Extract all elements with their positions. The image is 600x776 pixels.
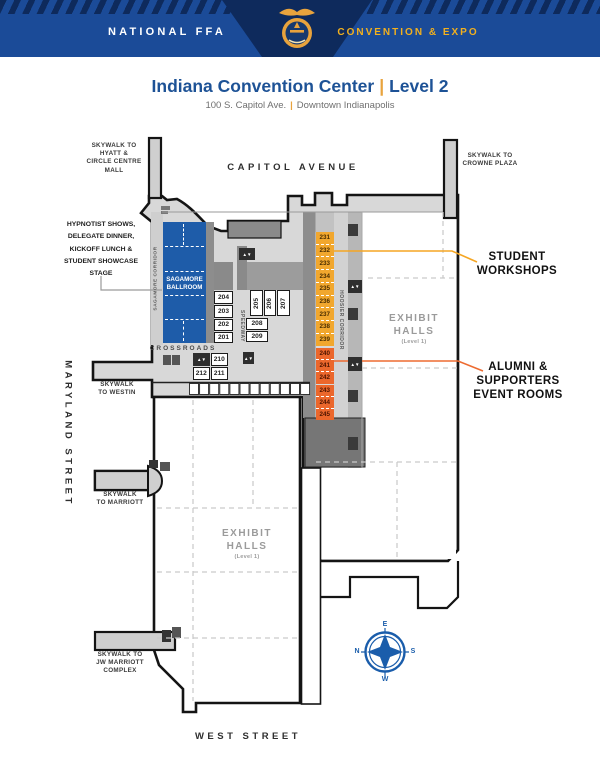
hoosier-corridor-label: HOOSIER CORRIDOR [338, 290, 344, 350]
sagamore-corridor-label: SAGAMORE CORRIDOR [153, 246, 159, 311]
skywalk-marriott-bridge [93, 469, 154, 492]
elevator-icon: ▲▼ [239, 248, 255, 260]
student-workshops-leader-line [334, 250, 478, 263]
subtitle-city: Downtown Indianapolis [296, 100, 395, 111]
room-244: 244 [315, 397, 334, 409]
skywalk-jw-label: SKYWALK TO JW MARRIOTT COMPLEX [96, 651, 144, 675]
skywalk-crowne-bridge [442, 138, 459, 220]
speedway-label: SPEEDWAY [239, 310, 245, 342]
room-210: 210 [210, 352, 228, 366]
skywalk-jw-bridge [93, 630, 177, 652]
room-204: 204 [214, 291, 233, 304]
exhibit-halls-lower-level: (Level 1) [234, 554, 260, 560]
skywalk-marriott-label: SKYWALK TO MARRIOTT [96, 491, 144, 507]
top-banner: NATIONAL FFA CONVENTION & EXPO [0, 0, 600, 57]
compass-north: N [354, 648, 360, 655]
room-206: 206 [263, 290, 276, 316]
room-241: 241 [315, 360, 334, 373]
skywalk-westin-label: SKYWALK TO WESTIN [98, 381, 136, 397]
student-workshops-callout: STUDENT WORKSHOPS [476, 251, 558, 277]
alumni-callout: ALUMNI & SUPPORTERS EVENT ROOMS [473, 361, 563, 401]
room-234: 234 [315, 270, 334, 283]
elevator-icon: ▲▼ [348, 280, 362, 293]
elevator-icon: ▲▼ [243, 352, 254, 364]
exhibit-halls-lower-label: EXHIBIT HALLS [222, 528, 272, 552]
room-233: 233 [315, 257, 334, 271]
room-208: 208 [246, 318, 268, 330]
hall-gridlines [157, 212, 457, 701]
lower-right-hall [316, 468, 362, 559]
stage-leader-line [100, 276, 162, 291]
banner-convention-expo: CONVENTION & EXPO [337, 27, 479, 38]
sagamore-ballroom: SAGAMORE BALLROOM [163, 222, 206, 343]
compass-west: W [381, 676, 389, 683]
stage-callout: HYPNOTIST SHOWS, DELEGATE DINNER, KICKOF… [63, 221, 138, 278]
room-242: 242 [319, 374, 330, 382]
skywalk-hyatt-label: SKYWALK TO HYATT & CIRCLE CENTRE MALL [86, 142, 142, 174]
page-title: Indiana Convention Center|Level 2 [0, 76, 600, 97]
booth-row [189, 383, 311, 395]
elevator-icon: ▲▼ [193, 353, 210, 366]
street-capitol-avenue: CAPITOL AVENUE [227, 162, 359, 173]
south-connector-corridor [300, 467, 322, 705]
title-venue: Indiana Convention Center [151, 76, 375, 96]
south-wing-outline [321, 561, 460, 610]
room-240: 240 [315, 348, 334, 360]
room-238: 238 [315, 321, 334, 334]
title-separator: | [379, 76, 385, 96]
subtitle-address: 100 S. Capitol Ave. [205, 100, 287, 111]
crossroads-label: CROSSROADS [149, 345, 217, 352]
street-west: WEST STREET [194, 731, 302, 742]
room-232: 232 [315, 245, 334, 258]
compass-east: E [382, 621, 388, 628]
compass-rose-icon [361, 628, 409, 676]
room-203: 203 [214, 305, 233, 318]
room-239: 239 [319, 336, 330, 344]
room-237: 237 [315, 308, 334, 322]
compass-south: S [410, 648, 416, 655]
exhibit-halls-upper-level: (Level 1) [401, 339, 427, 345]
exhibit-halls-upper-label: EXHIBIT HALLS [389, 313, 439, 337]
subtitle-separator: | [290, 100, 293, 111]
elevator-icon: ▲▼ [348, 357, 362, 371]
banner-national-ffa: NATIONAL FFA [107, 26, 227, 38]
alumni-leader-line [334, 360, 484, 372]
room-235: 235 [315, 283, 334, 296]
sagamore-ballroom-label: SAGAMORE BALLROOM [166, 276, 203, 291]
room-205: 205 [250, 290, 263, 316]
room-211: 211 [210, 367, 228, 380]
room-236: 236 [315, 296, 334, 309]
title-level: Level 2 [389, 76, 449, 96]
room-245: 245 [319, 410, 330, 418]
room-243: 243 [315, 385, 334, 397]
room-207: 207 [277, 290, 290, 316]
page-subtitle: 100 S. Capitol Ave.|Downtown Indianapoli… [0, 100, 600, 111]
room-212: 212 [192, 367, 210, 380]
exhibit-hall-upper-floor [362, 212, 456, 559]
room-202: 202 [214, 318, 233, 331]
skywalk-crowne-label: SKYWALK TO CROWNE PLAZA [462, 152, 518, 168]
room-201: 201 [214, 331, 233, 343]
room-209: 209 [246, 330, 268, 342]
skywalk-hyatt-bridge [147, 136, 163, 200]
ffa-emblem-icon [279, 8, 315, 48]
room-231: 231 [315, 232, 334, 245]
